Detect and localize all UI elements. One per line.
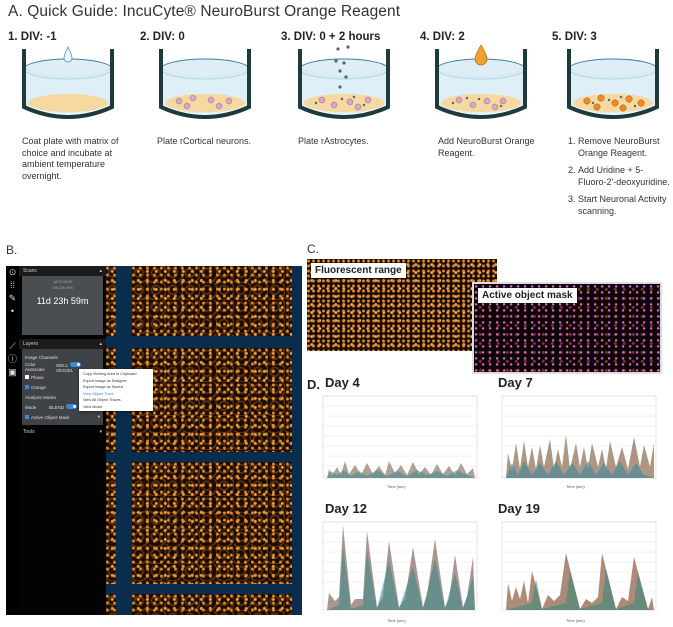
- dot-icon[interactable]: •: [10, 306, 15, 316]
- page-title: A. Quick Guide: IncuCyte® NeuroBurst Ora…: [8, 3, 401, 20]
- tools-header[interactable]: Tools▾: [19, 427, 106, 437]
- scans-header[interactable]: Scans▴: [19, 266, 106, 276]
- image-tile[interactable]: [132, 348, 292, 452]
- mode-toggle[interactable]: [66, 404, 78, 409]
- step-label: 1. DIV: -1: [8, 31, 57, 43]
- step-label: 2. DIV: 0: [140, 31, 185, 43]
- image-tile: [132, 266, 292, 336]
- wrench-icon[interactable]: ✎: [8, 293, 17, 303]
- step-desc-item: Start Neuronal Activity scanning.: [578, 194, 673, 217]
- step-desc: Plate rAstrocytes.: [298, 136, 369, 146]
- svg-text:Time (sec): Time (sec): [566, 618, 585, 623]
- image-icon[interactable]: ▣: [8, 367, 17, 377]
- icon-toolbar: ⊙ ⁞⁞ ✎ • ⟋ ⓘ ▣: [6, 266, 19, 615]
- step-label: 3. DIV: 0 + 2 hours: [281, 31, 381, 43]
- line-chart: Time (sec): [322, 395, 478, 489]
- chart-icon[interactable]: ⟋: [9, 341, 16, 351]
- orange-checkbox[interactable]: [25, 384, 29, 389]
- chart-day-7: Day 7 Time (sec): [492, 375, 668, 491]
- panel-b-label: B.: [6, 243, 18, 257]
- labeled-cells-icon: [567, 49, 659, 119]
- incucyte-viewer: ⊙ ⁞⁞ ✎ • ⟋ ⓘ ▣ Scans▴ Jul 02 09:00 Cell …: [6, 266, 302, 615]
- chart-title: Day 7: [498, 375, 533, 390]
- water-drop-icon: [22, 46, 114, 119]
- step-desc: Coat plate with matrix of choice and inc…: [22, 136, 119, 181]
- step-desc-item: Add Uridine + 5- Fluoro-2'-deoxyuridine.: [578, 165, 673, 188]
- svg-text:Time (sec): Time (sec): [387, 618, 406, 623]
- line-chart: Time (sec): [322, 521, 478, 623]
- image-tag: Active object mask: [478, 288, 577, 303]
- astrocyte-cells-icon: [298, 45, 390, 119]
- image-tile: [106, 462, 116, 584]
- image-tag: Fluorescent range: [311, 263, 406, 278]
- svg-text:Time (sec): Time (sec): [387, 484, 406, 489]
- line-chart: Time (sec): [501, 521, 657, 623]
- sliders-icon[interactable]: ⁞⁞: [9, 280, 15, 290]
- autoscale-toggle[interactable]: [70, 361, 82, 367]
- context-menu: Copy Viewing Area to Clipboard Export Im…: [79, 369, 153, 411]
- active-object-mask-row[interactable]: Active Object Mask▾: [25, 412, 100, 422]
- menu-item-export-designer[interactable]: Export Image as Designer: [83, 378, 127, 383]
- orange-drop-icon: [435, 45, 527, 119]
- menu-item-export-stored[interactable]: Export Image as Stored: [83, 385, 123, 389]
- active-mask-checkbox[interactable]: [25, 414, 29, 419]
- collapse-icon[interactable]: ▴: [99, 341, 102, 347]
- info-icon[interactable]: ⓘ: [7, 354, 17, 364]
- chevron-down-icon[interactable]: ▾: [97, 414, 100, 419]
- collapse-icon[interactable]: ▴: [99, 268, 102, 274]
- menu-item-view-object-trace[interactable]: View Object Trace: [83, 391, 114, 396]
- image-tile: [106, 594, 116, 615]
- scan-time-box[interactable]: Jul 02 09:00 Cell 23h 59m 11d 23h 59m: [22, 276, 103, 335]
- expand-icon[interactable]: ▾: [99, 429, 102, 435]
- phase-checkbox[interactable]: [25, 374, 29, 379]
- panel-d-label: D.: [307, 377, 320, 392]
- image-tile: [106, 266, 116, 336]
- chart-day-19: Day 19 Time (sec): [492, 501, 668, 623]
- step-desc-list: Remove NeuroBurst Orange Reagent. Add Ur…: [566, 136, 673, 223]
- menu-item-copy[interactable]: Copy Viewing Area to Clipboard: [83, 372, 137, 376]
- image-tile: [132, 462, 292, 584]
- layers-header[interactable]: Layers▴: [19, 339, 106, 349]
- panel-c-label: C.: [307, 242, 319, 256]
- clock-icon[interactable]: ⊙: [8, 267, 17, 277]
- line-chart: Time (sec): [501, 395, 657, 489]
- step-label: 4. DIV: 2: [420, 31, 465, 43]
- menu-item-view-movie[interactable]: View Movie: [83, 404, 103, 409]
- image-channels-label: Image Channels: [25, 354, 58, 360]
- svg-text:Time (sec): Time (sec): [566, 484, 585, 489]
- step-desc: Add NeuroBurst Orange Reagent.: [438, 136, 535, 158]
- active-object-mask-image: Active object mask: [472, 282, 662, 374]
- chart-title: Day 4: [325, 375, 360, 390]
- image-tile: [132, 594, 292, 615]
- menu-item-view-all-traces[interactable]: View All Object Traces: [83, 398, 121, 402]
- side-panel: Scans▴ Jul 02 09:00 Cell 23h 59m 11d 23h…: [19, 266, 106, 615]
- step-label: 5. DIV: 3: [552, 31, 597, 43]
- chart-day-12: Day 12 Time (sec): [307, 501, 483, 623]
- step-desc: Plate rCortical neurons.: [157, 136, 252, 146]
- analysis-masks-label: Analysis Masks: [25, 394, 57, 400]
- neuron-cells-icon: [159, 49, 251, 119]
- chart-title: Day 19: [498, 501, 540, 516]
- chart-day-4: Day 4 Time (sec): [307, 375, 483, 491]
- step-desc-item: Remove NeuroBurst Orange Reagent.: [578, 136, 673, 159]
- fluorescent-range-image: Fluorescent range: [307, 259, 497, 351]
- scan-time: 11d 23h 59m: [36, 296, 89, 306]
- chart-title: Day 12: [325, 501, 367, 516]
